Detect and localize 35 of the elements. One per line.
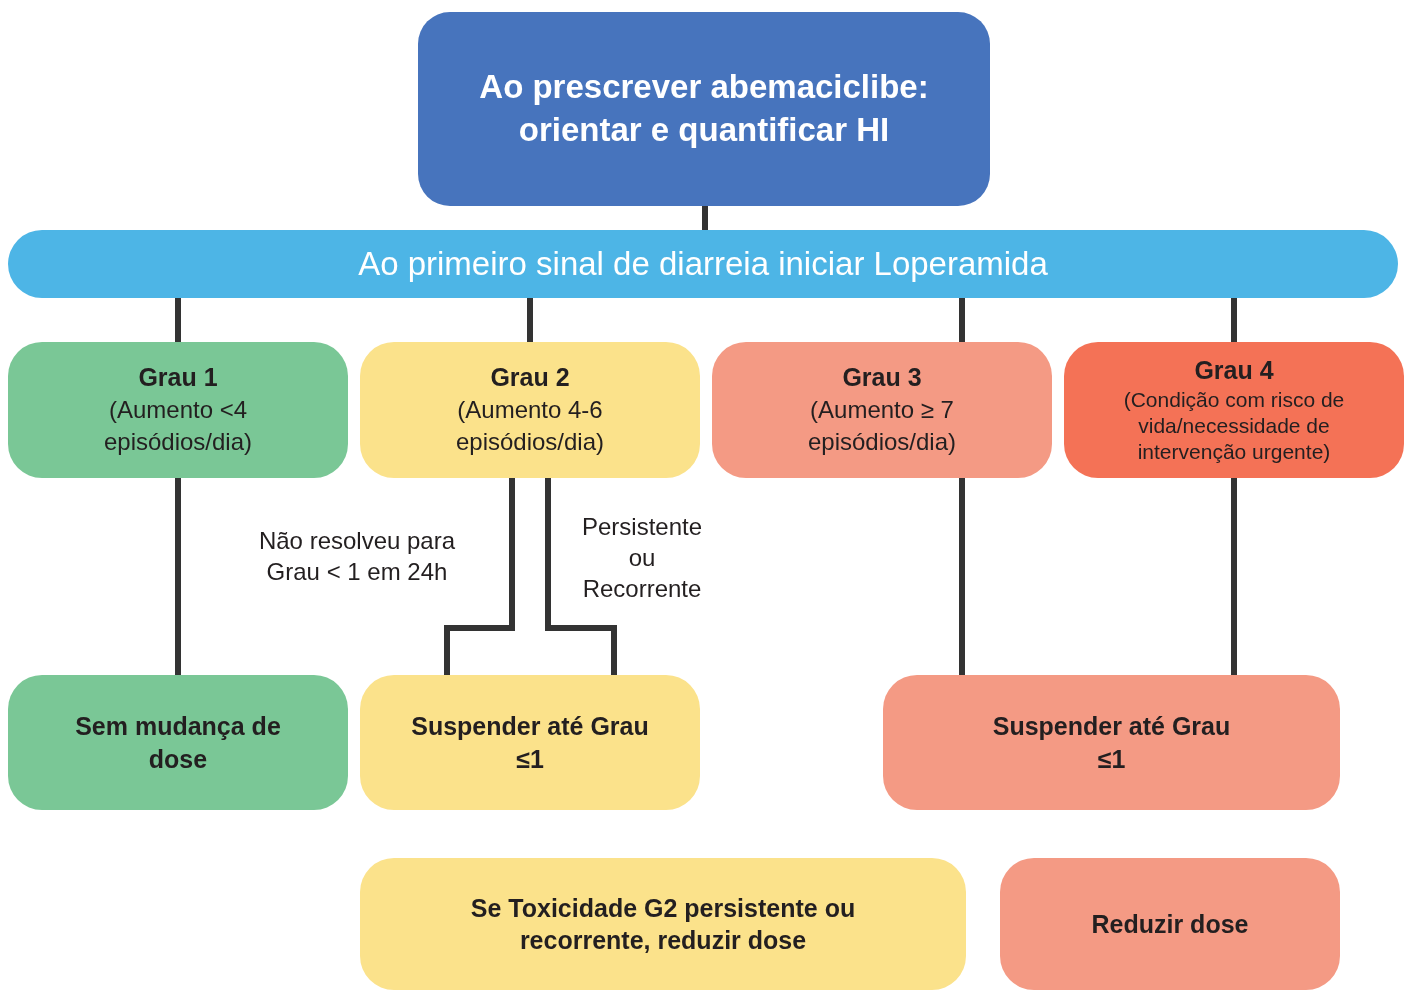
grade-heading: Grau 4 xyxy=(1194,355,1274,387)
grade-box xyxy=(360,342,700,478)
connector-line xyxy=(1231,298,1237,342)
action-text: Reduzir dose xyxy=(1091,908,1249,940)
grade-heading: Grau 1 xyxy=(138,362,218,394)
connector-line xyxy=(527,298,533,342)
connector-line xyxy=(959,298,965,342)
action-text: Sem mudança de dose xyxy=(74,711,282,775)
grade-heading: Grau 3 xyxy=(842,362,922,394)
grade-box xyxy=(712,342,1052,478)
grade-box xyxy=(8,342,348,478)
action-text: Suspender até Grau ≤1 xyxy=(410,711,650,775)
action-box xyxy=(883,675,1340,810)
action-text: Suspender até Grau ≤1 xyxy=(991,711,1232,775)
connector-line xyxy=(444,478,515,675)
grade-description: (Aumento <4 episódios/dia) xyxy=(102,394,254,458)
grade-description: (Aumento ≥ 7 episódios/dia) xyxy=(806,394,958,458)
action-box xyxy=(360,858,966,990)
connector-line xyxy=(175,298,181,342)
grade-heading: Grau 2 xyxy=(490,362,570,394)
connector-line xyxy=(545,478,617,675)
action-box xyxy=(1000,858,1340,990)
connector-line xyxy=(959,478,965,675)
action-box xyxy=(8,675,348,810)
title-text: Ao prescrever abemaciclibe: orientar e quantificar HI xyxy=(478,67,930,150)
action-text: Se Toxicidade G2 persistente ou recorrente, reduzir dose xyxy=(469,892,857,956)
action-box xyxy=(360,675,700,810)
grade-description: (Aumento 4-6 episódios/dia) xyxy=(454,394,606,458)
connector-line xyxy=(175,478,181,675)
header-box xyxy=(418,12,990,206)
connector-line xyxy=(702,206,708,230)
grade-description: (Condição com risco de vida/necessidade de intervenção urgente) xyxy=(1122,386,1346,466)
connector-line xyxy=(1231,478,1237,675)
grade-box xyxy=(1064,342,1404,478)
banner-text: Ao primeiro sinal de diarreia iniciar Loperamida xyxy=(358,245,1048,283)
